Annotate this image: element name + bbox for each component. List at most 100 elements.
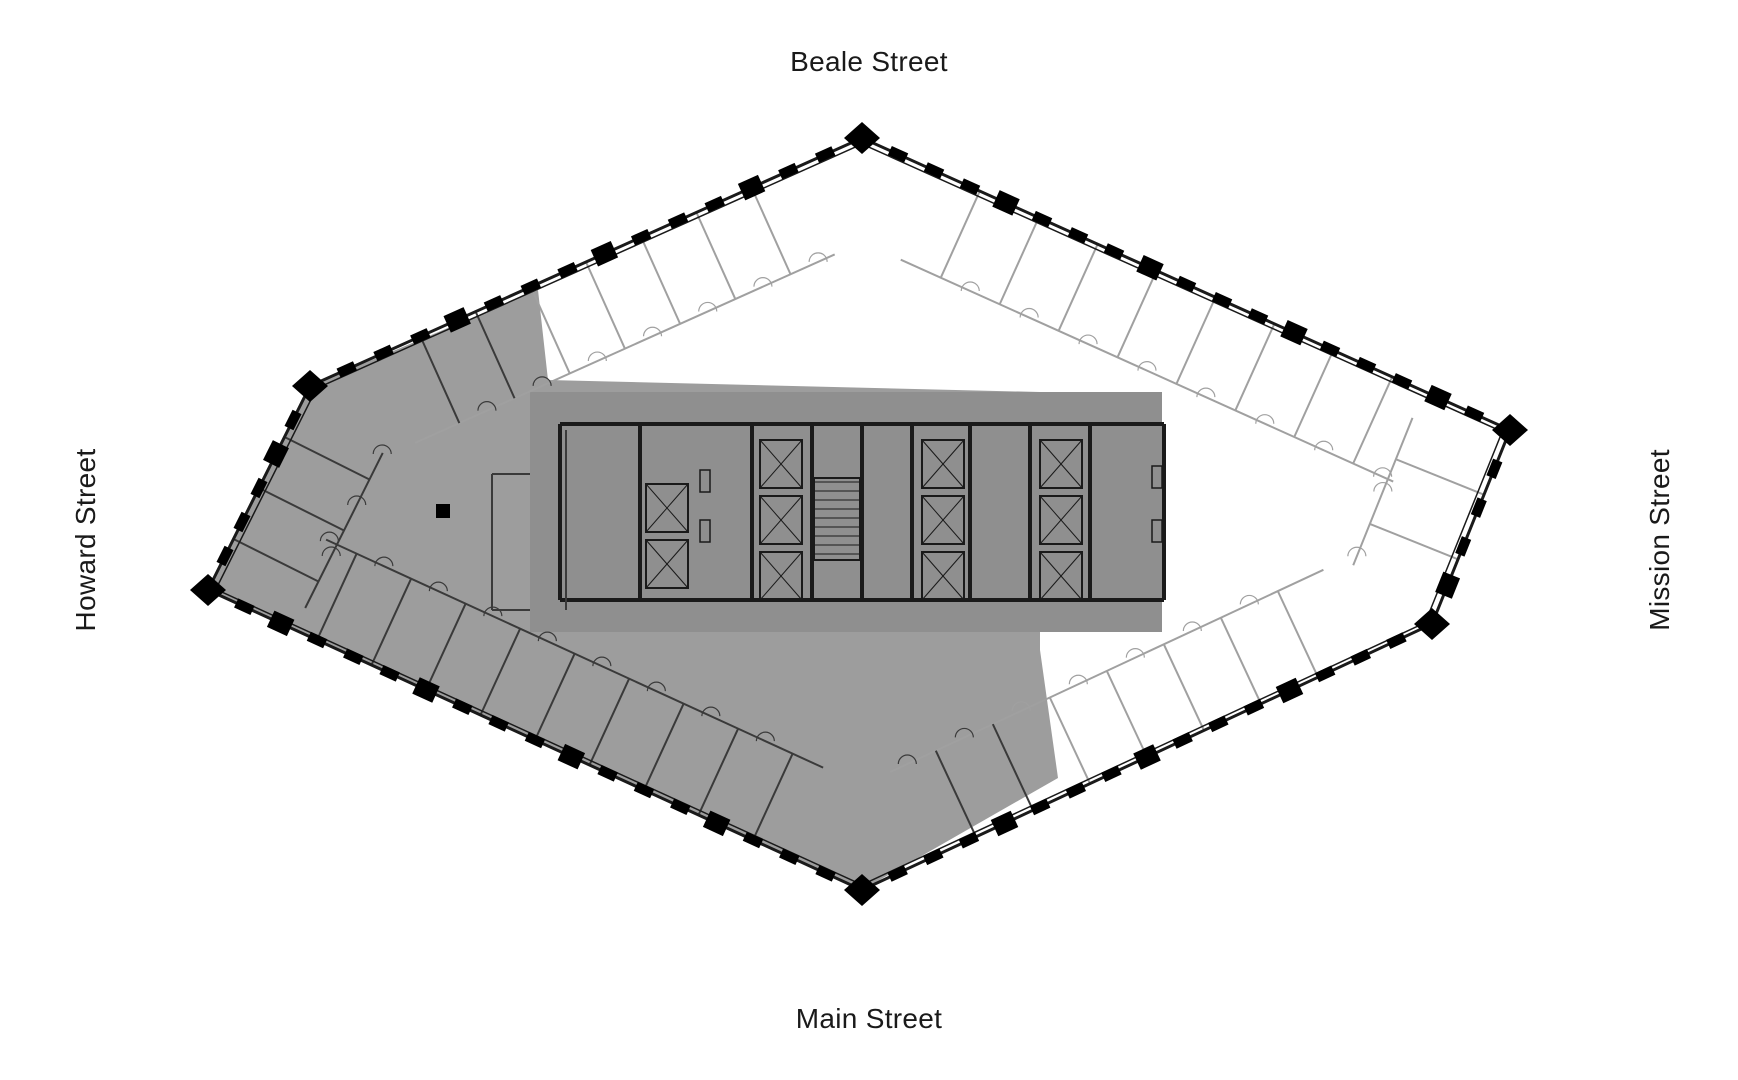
perimeter-column — [233, 511, 251, 533]
door-swing-icon — [1068, 674, 1088, 685]
perimeter-column — [1067, 227, 1089, 244]
door-swing-icon — [347, 495, 367, 506]
office-partition — [991, 723, 1034, 811]
door-swing-icon — [960, 281, 980, 292]
office-partition — [258, 487, 345, 532]
perimeter-column — [263, 440, 289, 468]
perimeter-column — [1275, 677, 1304, 704]
restroom-fixture — [1151, 465, 1163, 489]
office-partition — [588, 678, 631, 766]
corner-column — [844, 122, 880, 154]
elevator-icon — [759, 495, 803, 545]
office-partition — [474, 311, 516, 399]
perimeter-column — [443, 307, 471, 333]
perimeter-column — [373, 344, 394, 362]
door-swing-icon — [1373, 481, 1393, 492]
elevator-icon — [921, 439, 965, 489]
office-partition — [534, 653, 576, 741]
perimeter-columns — [190, 122, 1528, 906]
perimeter-column — [590, 241, 619, 267]
perimeter-column — [737, 174, 766, 201]
perimeter-column — [667, 212, 689, 229]
office-partition — [1352, 376, 1394, 464]
stair-icon — [813, 477, 861, 561]
door-swing-icon — [1239, 594, 1259, 605]
elevator-icon — [1039, 439, 1083, 489]
door-swing-icon — [808, 252, 828, 262]
perimeter-column — [1207, 715, 1229, 733]
perimeter-column — [958, 831, 980, 849]
door-swing-icon — [372, 444, 392, 455]
office-partition — [425, 603, 467, 691]
perimeter-column — [1319, 340, 1341, 358]
door-swing-icon — [1255, 414, 1275, 424]
office-partition — [1057, 243, 1099, 332]
office-partitions — [233, 187, 1485, 841]
office-partition — [752, 753, 794, 841]
perimeter-column — [704, 195, 726, 213]
perimeter-column — [702, 810, 731, 837]
interior-column — [436, 504, 450, 518]
office-partition — [939, 190, 981, 279]
corner-column — [844, 874, 880, 906]
corner-column — [292, 370, 328, 402]
perimeter-column — [1031, 210, 1053, 228]
perimeter-column — [266, 610, 295, 637]
restroom-fixture — [699, 519, 711, 543]
perimeter-column — [1435, 571, 1461, 599]
door-swing-icon — [755, 731, 775, 742]
perimeter-column — [557, 743, 586, 770]
door-swing-icon — [646, 681, 666, 692]
door-swing-icon — [954, 727, 974, 738]
perimeter-column — [1391, 373, 1413, 390]
perimeter-column — [250, 477, 268, 499]
perimeter-column — [1386, 632, 1407, 649]
corner-column — [190, 574, 226, 606]
office-partition — [1276, 590, 1319, 678]
office-partition — [643, 703, 685, 791]
office-partition — [316, 553, 358, 641]
perimeter-column — [990, 810, 1019, 837]
perimeter-column — [742, 831, 764, 849]
office-partition — [419, 335, 461, 424]
door-swing-icon — [698, 301, 718, 312]
perimeter-column — [1314, 665, 1336, 683]
office-partition — [750, 187, 792, 275]
perimeter-column — [1455, 536, 1472, 557]
perimeter-column — [887, 145, 909, 163]
perimeter-column — [1470, 497, 1487, 518]
perimeter-column — [1211, 291, 1233, 309]
building-core — [530, 392, 1166, 632]
office-partition — [640, 236, 682, 325]
office-partition — [1175, 296, 1217, 385]
perimeter-column — [597, 765, 618, 782]
perimeter-column — [483, 295, 505, 312]
perimeter-column — [630, 228, 652, 246]
elevator-icon — [645, 539, 689, 589]
perimeter-column — [524, 731, 546, 749]
perimeter-column — [814, 146, 836, 163]
door-swing-icon — [1196, 387, 1216, 398]
office-partition — [697, 728, 740, 816]
office-partition — [934, 750, 977, 838]
door-swing-icon — [1137, 361, 1157, 371]
perimeter-column — [1136, 255, 1164, 281]
office-partition — [1162, 643, 1205, 731]
perimeter-column — [520, 278, 542, 296]
elevator-icon — [645, 483, 689, 533]
street-label-main: Main Street — [795, 1003, 943, 1034]
perimeter-column — [1247, 308, 1269, 325]
perimeter-column — [234, 598, 255, 615]
perimeter-column — [343, 648, 364, 665]
perimeter-column — [1486, 458, 1503, 480]
door-swing-icon — [532, 376, 552, 386]
door-swing-icon — [537, 631, 557, 642]
door-swing-icon — [483, 606, 503, 617]
office-partition — [695, 211, 737, 300]
perimeter-column — [1101, 765, 1122, 782]
door-swing-icon — [1011, 701, 1031, 711]
office-partition — [585, 261, 626, 350]
office-partition — [479, 628, 522, 716]
door-swing-icon — [592, 656, 612, 667]
